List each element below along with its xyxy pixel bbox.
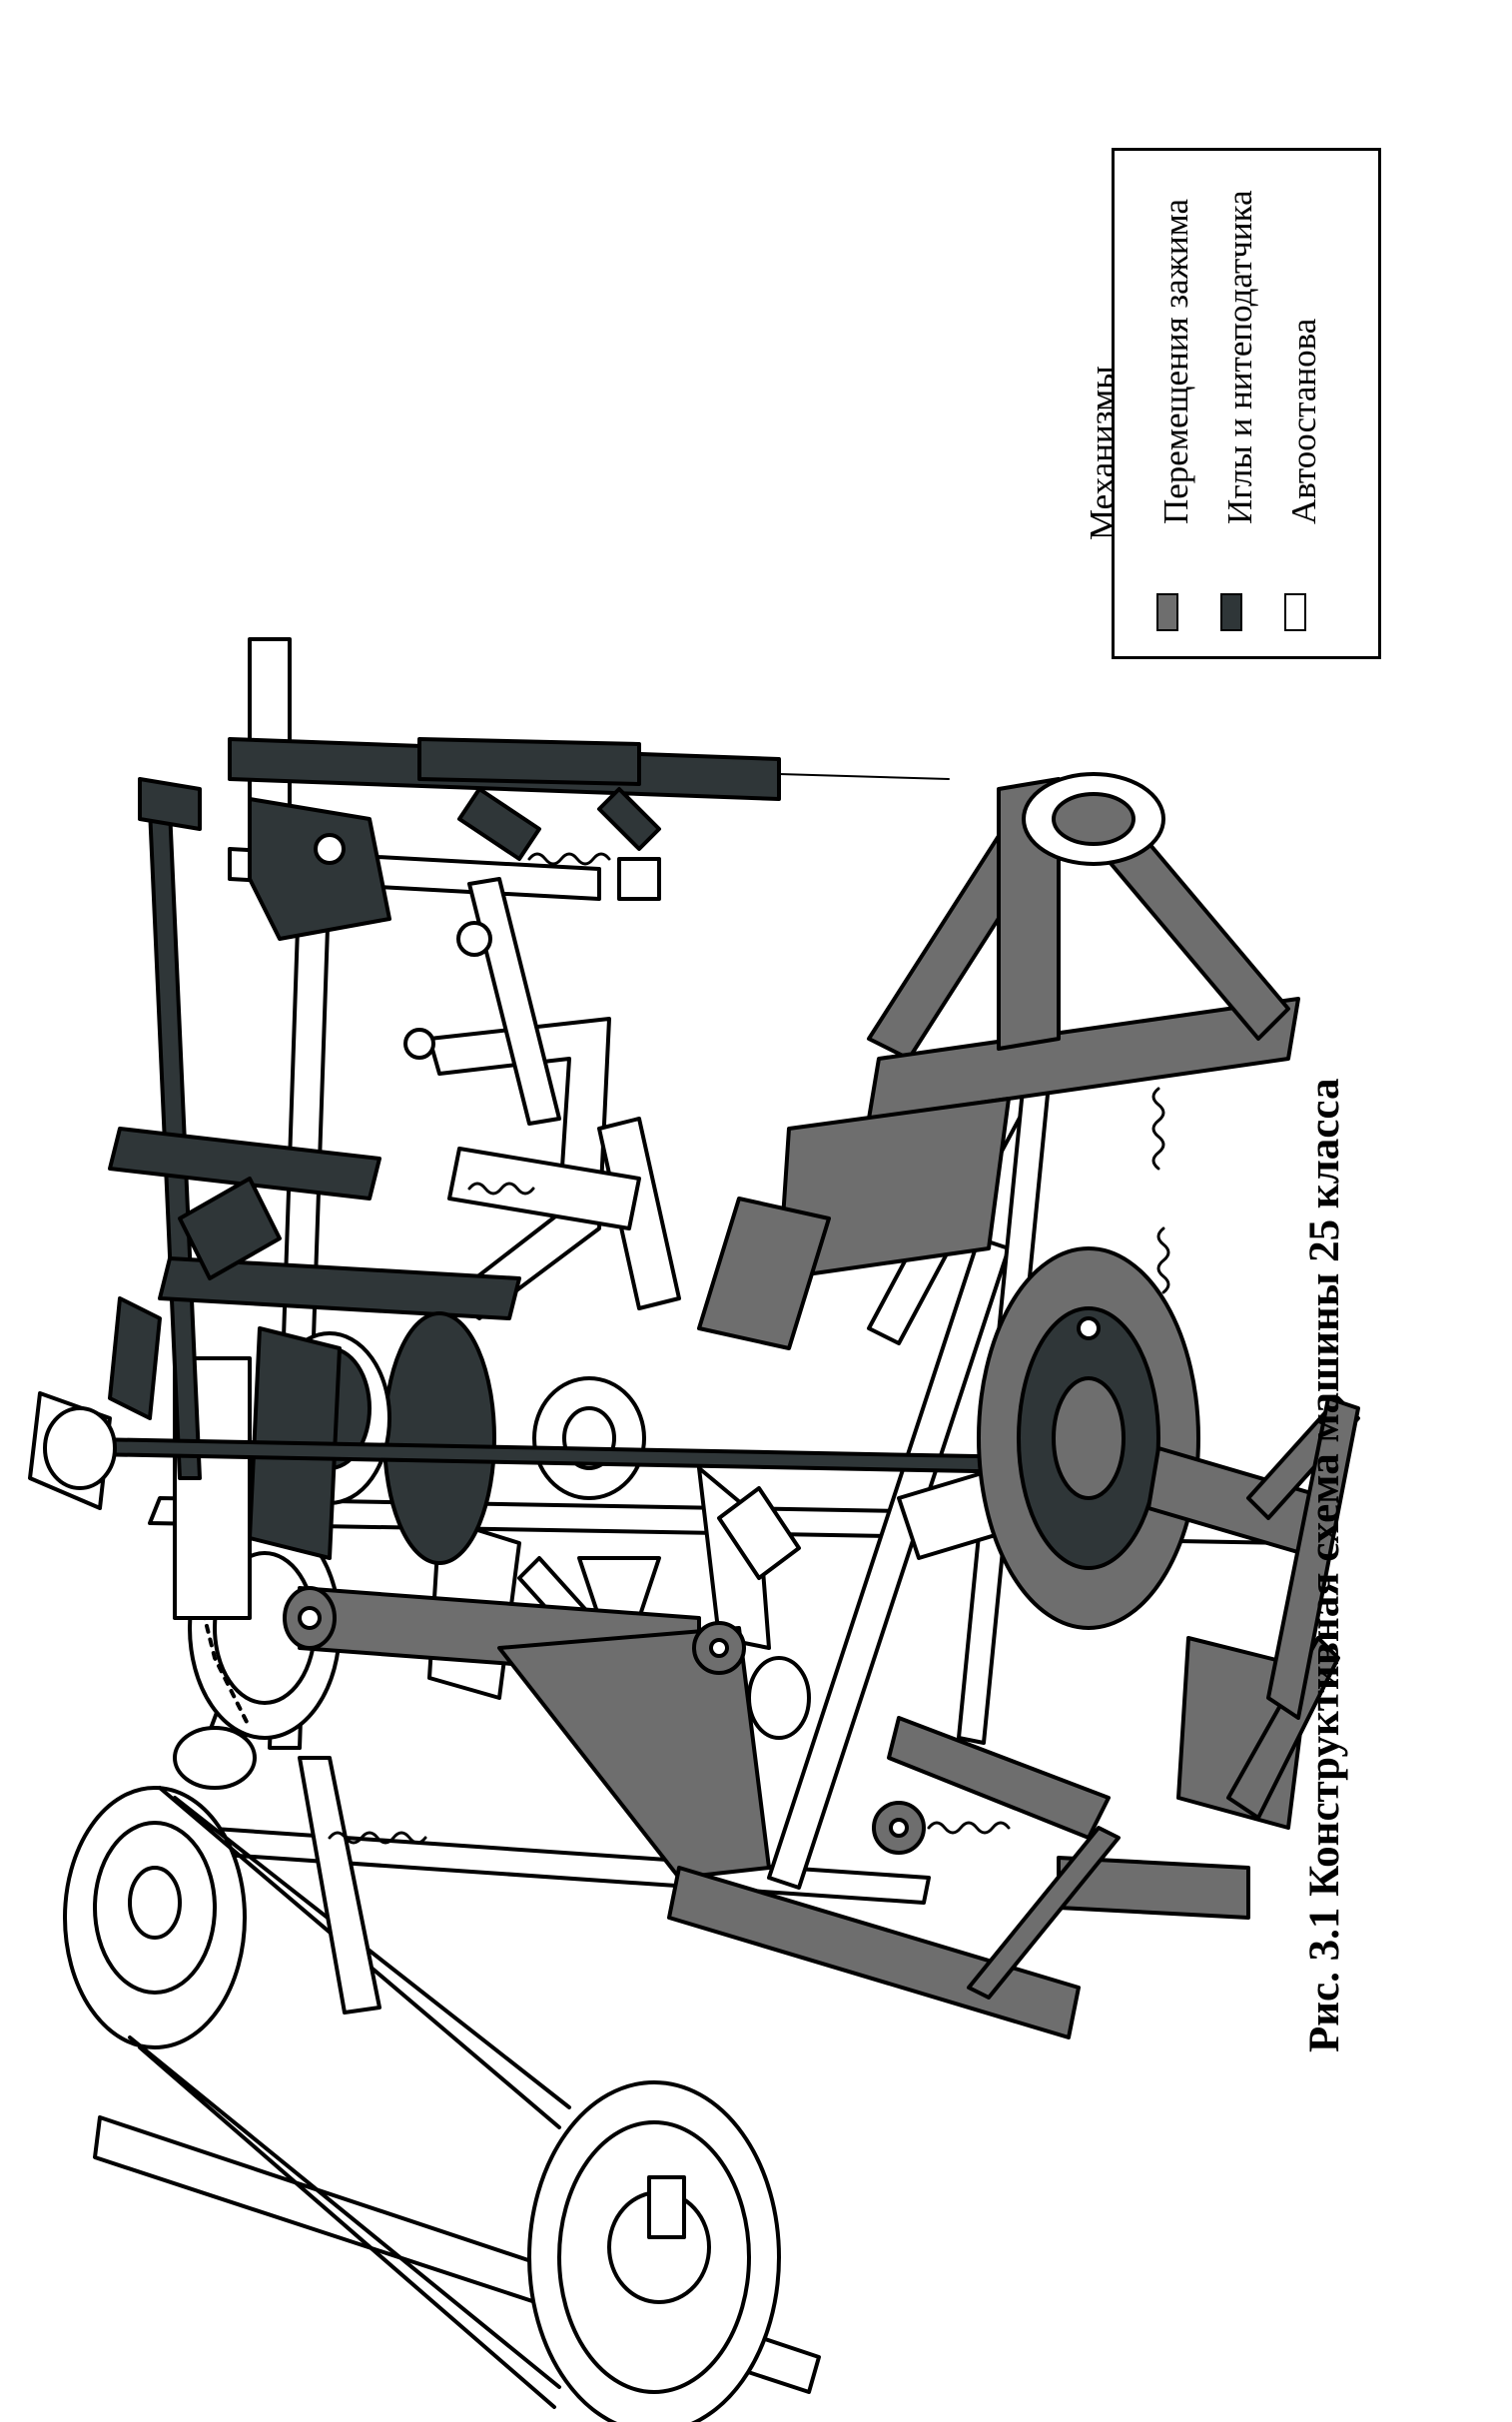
legend-swatch-autostop <box>1284 593 1306 631</box>
springs <box>328 852 1170 1845</box>
legend-swatch-needle <box>1220 593 1242 631</box>
thread-take-up-cam <box>382 1311 496 1565</box>
legend-item-needle: Иглы и нитеподатчика <box>1220 190 1259 524</box>
legend-item-clamp: Перемещения зажима <box>1156 198 1195 524</box>
legend-swatch-clamp <box>1156 593 1178 631</box>
legend-title: Механизмы <box>1083 366 1122 540</box>
clamp-mechanism <box>283 777 1360 2039</box>
drive-pulley-assembly <box>63 1676 781 2422</box>
legend-item-autostop: Автоостанова <box>1284 318 1323 524</box>
needle-tip <box>778 773 950 780</box>
legend: Механизмы Перемещения зажима Иглы и ните… <box>1083 148 1381 659</box>
figure-caption: Рис. 3.1 Конструктивная схема машины 25 … <box>1301 1078 1348 2053</box>
